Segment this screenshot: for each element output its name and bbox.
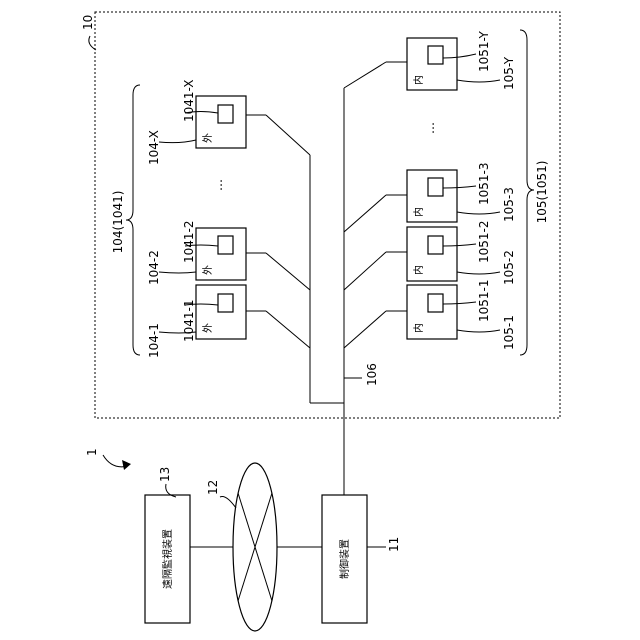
- module-ref-1051-1: 1051-1: [477, 279, 491, 322]
- connector-105-Y-diag: [344, 62, 386, 88]
- inner-unit-105-1: 内 1051-1 105-1: [407, 279, 516, 350]
- unit-ref-104-2: 104-2: [147, 250, 161, 285]
- unit-ref-104-X: 104-X: [147, 130, 161, 165]
- connector-104-2-diag: [266, 253, 310, 290]
- outer-unit-104-2: 外 1041-2 104-2: [147, 220, 246, 285]
- inner-mark: 内: [412, 323, 425, 333]
- inner-mark: 内: [412, 265, 425, 275]
- controller-ref: 11: [387, 537, 401, 552]
- outer-mark: 外: [202, 323, 214, 333]
- group-ref-104: 104(1041): [111, 191, 125, 254]
- bus-ref: 106: [365, 363, 379, 386]
- remote-monitor-ref: 13: [158, 467, 172, 482]
- inner-unit-105-3: 内 1051-3 105-3: [407, 162, 516, 222]
- outer-mark: 外: [202, 133, 214, 143]
- inner-unit-105-Y: 内 1051-Y 105-Y: [407, 31, 516, 90]
- module-ref-1041-1: 1041-1: [182, 299, 196, 342]
- unit-ref-105-1: 105-1: [502, 315, 516, 350]
- controller-label: 制御装置: [338, 539, 351, 579]
- connector-104-1-diag: [266, 311, 310, 348]
- unit-ref-105-Y: 105-Y: [502, 56, 516, 90]
- inner-unit-105-2: 内 1051-2 105-2: [407, 220, 516, 285]
- module-ref-1051-2: 1051-2: [477, 220, 491, 263]
- module-ref-1041-2: 1041-2: [182, 220, 196, 263]
- connector-104-X-diag: [266, 115, 310, 155]
- facility-leader: [89, 36, 96, 50]
- outer-unit-104-X: 外 1041-X 104-X: [147, 80, 246, 166]
- system-ref: 1: [85, 448, 99, 456]
- outer-unit-104-1: 外 1041-1 104-1: [147, 285, 246, 358]
- connector-105-3-diag: [344, 195, 386, 232]
- inner-ellipsis: …: [423, 122, 437, 134]
- inner-mark: 内: [412, 207, 425, 217]
- inner-mark: 内: [412, 75, 425, 85]
- outer-ellipsis: …: [211, 179, 225, 191]
- brace-104: [126, 85, 140, 355]
- module-ref-1051-3: 1051-3: [477, 162, 491, 205]
- connector-105-1-diag: [344, 311, 386, 348]
- network-ref: 12: [206, 480, 220, 495]
- brace-105: [520, 30, 534, 355]
- module-ref-1041-X: 1041-X: [182, 80, 196, 123]
- network-leader: [220, 496, 236, 508]
- remote-monitor-label: 遠隔監視装置: [161, 529, 174, 589]
- unit-ref-104-1: 104-1: [147, 323, 161, 358]
- system-arrowhead: [122, 460, 131, 470]
- unit-ref-105-2: 105-2: [502, 250, 516, 285]
- module-ref-1051-Y: 1051-Y: [477, 31, 491, 72]
- group-ref-105: 105(1051): [535, 161, 549, 224]
- outer-mark: 外: [202, 265, 214, 275]
- connector-105-2-diag: [344, 252, 386, 290]
- unit-ref-105-3: 105-3: [502, 187, 516, 222]
- facility-ref: 10: [81, 15, 95, 30]
